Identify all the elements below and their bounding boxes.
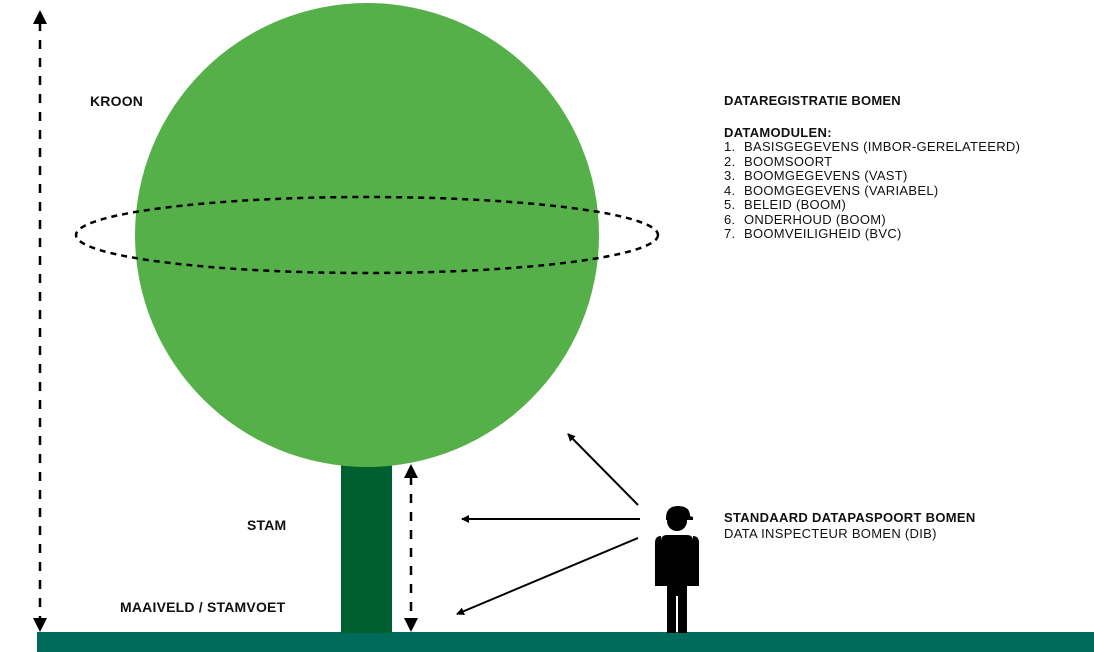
module-number: 3. (724, 168, 736, 183)
module-item: 4. BOOMGEGEVENS (VARIABEL) (724, 182, 1020, 199)
module-text: BOOMGEGEVENS (VAST) (744, 168, 908, 183)
tree-crown (135, 3, 599, 467)
crown-measure-ellipse (74, 195, 660, 275)
module-text: ONDERHOUD (BOOM) (744, 211, 887, 227)
module-number: 5. (724, 197, 736, 212)
tree-trunk (341, 460, 392, 633)
module-item: 1. BASISGEGEVENS (IMBOR-GERELATEERD) (724, 139, 1021, 155)
module-text: BOOMVEILIGHEID (BVC) (744, 226, 902, 241)
module-text: BELEID (BOOM) (744, 197, 847, 212)
inspector-panel: STANDAARD DATAPASPOORT BOMEN DATA INSPEC… (724, 510, 976, 541)
module-item: 5. BELEID (BOOM) (724, 197, 1020, 213)
trunk-label: STAM (247, 517, 287, 533)
inspector-subtitle: DATA INSPECTEUR BOMEN (DIB) (724, 526, 937, 541)
module-number: 2. (724, 153, 736, 169)
module-text: BOOMGEGEVENS (VARIABEL) (744, 182, 939, 198)
data-registration-panel: DATAREGISTRATIE BOMEN DATAMODULEN: 1. BAS… (724, 93, 1020, 242)
arrow-to-crown (567, 433, 639, 506)
module-number: 7. (724, 226, 736, 241)
module-item: 7. BOOMVEILIGHEID (BVC) (724, 226, 1020, 242)
panel-title: DATAREGISTRATIE BOMEN (724, 93, 901, 108)
modules-list: 1. BASISGEGEVENS (IMBOR-GERELATEERD) 2. BOO… (724, 139, 1021, 242)
module-number: 4. (724, 182, 736, 198)
arrow-to-ground (456, 537, 639, 615)
module-item: 3. BOOMGEGEVENS (VAST) (724, 168, 1020, 184)
modules-heading: DATAMODULEN: (724, 125, 832, 140)
crown-label: KROON (90, 93, 144, 109)
module-number: 1. (724, 139, 736, 154)
ground-level-label: MAAIVELD / STAMVOET (120, 599, 286, 615)
inspector-title: STANDAARD DATAPASPOORT BOMEN (724, 510, 976, 525)
height-arrow (33, 10, 47, 632)
ground-bar (37, 632, 1094, 652)
person-with-cap-icon (655, 506, 699, 633)
module-item: 6. ONDERHOUD (BOOM) (724, 211, 1020, 228)
trunk-height-arrow (404, 464, 418, 632)
module-text: BASISGEGEVENS (IMBOR-GERELATEERD) (744, 139, 1021, 154)
module-number: 6. (724, 211, 736, 227)
module-item: 2. BOOMSOORT (724, 153, 1020, 170)
module-text: BOOMSOORT (744, 153, 833, 169)
